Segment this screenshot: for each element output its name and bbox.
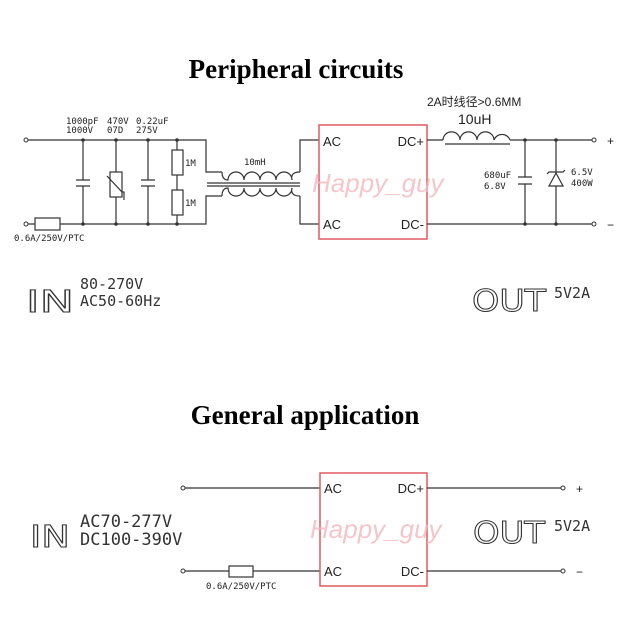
input-spec-1: 80-270V bbox=[80, 275, 143, 293]
output-plus-label-2: + bbox=[576, 482, 583, 496]
watermark: Happy_guy bbox=[312, 168, 446, 198]
capacitor-1000pf-icon bbox=[76, 138, 90, 226]
tvs-diode-icon bbox=[546, 138, 566, 226]
tvs-label-1: 6.5V bbox=[571, 168, 593, 178]
watermark-2: Happy_guy bbox=[310, 514, 444, 544]
input-terminal-top-2 bbox=[180, 485, 186, 491]
pin-ac-top-2: AC bbox=[324, 481, 342, 496]
in-label-2: IN bbox=[30, 520, 70, 555]
section-title-peripheral: Peripheral circuits bbox=[189, 54, 404, 84]
pin-ac-bottom-2: AC bbox=[324, 564, 342, 579]
resistor-pair-icon bbox=[171, 138, 184, 226]
output-terminal-plus bbox=[591, 137, 597, 143]
power-module-box bbox=[318, 124, 428, 240]
pin-dc-plus: DC+ bbox=[398, 134, 424, 149]
out-label: OUT bbox=[472, 284, 547, 319]
fuse-label: 0.6A/250V/PTC bbox=[14, 234, 84, 244]
output-spec: 5V2A bbox=[554, 284, 590, 302]
output-minus-label: − bbox=[607, 218, 614, 232]
input-spec-2-2: DC100-390V bbox=[80, 530, 182, 550]
inductor-10uh-icon bbox=[442, 131, 511, 145]
output-terminal-minus-2 bbox=[560, 568, 566, 574]
power-module-box-2 bbox=[319, 472, 428, 587]
varistor-label-1: 470V bbox=[107, 117, 129, 127]
inductor-note: 2A时线径>0.6MM bbox=[427, 95, 521, 109]
inductor-label: 10uH bbox=[458, 111, 491, 127]
varistor-label-2: 07D bbox=[107, 126, 123, 136]
output-terminal-plus-2 bbox=[560, 485, 566, 491]
input-terminal-bottom bbox=[23, 221, 29, 227]
fuse-label-2: 0.6A/250V/PTC bbox=[206, 582, 276, 592]
capacitor-680uf-icon bbox=[518, 138, 532, 226]
out-label-2: OUT bbox=[473, 516, 546, 551]
resistor2-label: 1M bbox=[185, 199, 196, 209]
output-minus-label-2: − bbox=[576, 565, 583, 579]
pin-dc-minus-2: DC- bbox=[401, 564, 424, 579]
pin-ac-top: AC bbox=[323, 134, 341, 149]
capacitor-022uf-icon bbox=[141, 138, 155, 226]
input-spec-2: AC50-60Hz bbox=[80, 292, 161, 310]
input-spec-2-1: AC70-277V bbox=[80, 512, 172, 532]
choke-label: 10mH bbox=[244, 158, 266, 168]
section-title-general: General application bbox=[191, 400, 420, 430]
pin-dc-plus-2: DC+ bbox=[398, 481, 424, 496]
input-terminal-bottom-2 bbox=[180, 568, 186, 574]
resistor1-label: 1M bbox=[185, 159, 196, 169]
out-cap-label-2: 6.8V bbox=[484, 182, 506, 192]
cap1-label-1: 1000pF bbox=[66, 117, 99, 127]
fuse-icon-2 bbox=[228, 565, 254, 578]
common-mode-choke-icon bbox=[207, 139, 319, 225]
output-spec-2: 5V2A bbox=[554, 517, 590, 535]
pin-dc-minus: DC- bbox=[401, 217, 424, 232]
input-terminal-top bbox=[23, 137, 29, 143]
out-cap-label-1: 680uF bbox=[484, 171, 511, 181]
wire-output-2 bbox=[427, 487, 561, 572]
tvs-label-2: 400W bbox=[571, 179, 593, 189]
cap2-label-1: 0.22uF bbox=[136, 117, 169, 127]
pin-ac-bottom: AC bbox=[323, 217, 341, 232]
in-label: IN bbox=[26, 285, 74, 320]
varistor-icon bbox=[106, 138, 125, 226]
cap2-label-2: 275V bbox=[136, 126, 158, 136]
fuse-icon bbox=[34, 217, 61, 231]
wire-bottom-rail-in bbox=[28, 195, 222, 225]
cap1-label-2: 1000V bbox=[66, 126, 94, 136]
output-plus-label: + bbox=[607, 134, 614, 148]
output-terminal-minus bbox=[591, 221, 597, 227]
